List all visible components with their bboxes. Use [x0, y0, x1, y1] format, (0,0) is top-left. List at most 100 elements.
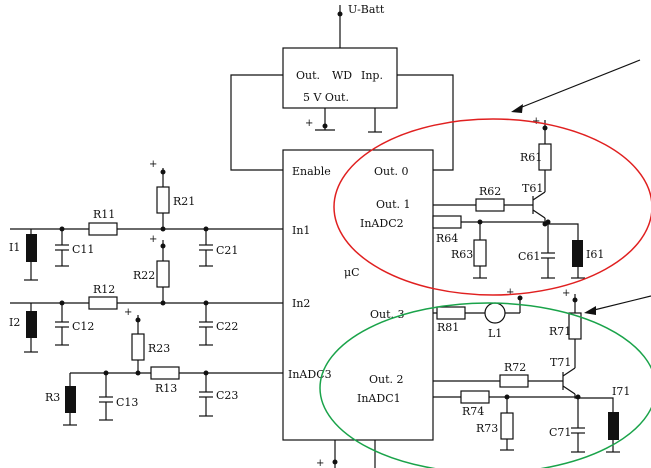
microcontroller-block [282, 149, 434, 441]
r81-label: R81 [437, 321, 459, 334]
supply-node [337, 11, 343, 17]
mcu-name-label: μC [344, 266, 360, 279]
resistor-r12 [88, 296, 118, 310]
red-highlight-ellipse [333, 118, 651, 296]
l1-label: L1 [488, 327, 502, 340]
r13-label: R13 [155, 382, 177, 395]
load-i61 [572, 240, 583, 267]
red-arrow-head-icon [511, 104, 523, 113]
red-arrow-line [516, 59, 641, 110]
wd-5v-label: 5 V Out. [303, 91, 349, 104]
load-i71 [608, 412, 619, 440]
r63-label: R63 [451, 248, 473, 261]
green-arrow-line [589, 295, 651, 312]
i61-label: I61 [586, 248, 604, 261]
mcu-out2-label: Out. 2 [369, 373, 404, 386]
resistor-r81 [436, 306, 466, 320]
resistor-r21 [156, 186, 170, 214]
resistor-r72 [499, 374, 529, 388]
resistor-r61 [538, 143, 552, 171]
wd-enable-wire [230, 74, 283, 171]
mcu-inadc3-label: InADC3 [288, 368, 332, 381]
c23-label: C23 [216, 389, 238, 402]
t61-emitter-wire [544, 218, 579, 238]
r71-plus: + [562, 288, 570, 299]
c13-label: C13 [116, 396, 138, 409]
resistor-r71 [568, 312, 582, 340]
r11-label: R11 [93, 208, 115, 221]
mcu-out1-label: Out. 1 [376, 198, 411, 211]
r23-label: R23 [148, 342, 170, 355]
r23-plus: + [124, 307, 132, 318]
r3-label: R3 [45, 391, 60, 404]
r22-supply-node [160, 243, 166, 249]
r21-supply-node [160, 169, 166, 175]
r72-label: R72 [504, 361, 526, 374]
mcu-out3-label: Out. 3 [370, 308, 405, 321]
watchdog-block [282, 47, 398, 109]
r21-label: R21 [173, 195, 195, 208]
wd-out-label: Out. [296, 69, 320, 82]
t71-label: T71 [550, 356, 571, 369]
resistor-r13 [150, 366, 180, 380]
transistor-t71-emitter [562, 385, 576, 395]
resistor-r11 [88, 222, 118, 236]
l1-plus: + [506, 287, 514, 298]
vout-node [322, 123, 328, 129]
r22-label: R22 [133, 269, 155, 282]
r74-label: R74 [462, 405, 484, 418]
r12-label: R12 [93, 283, 115, 296]
mcu-inadc1-label: InADC1 [357, 392, 401, 405]
wd-inp-label: Inp. [361, 69, 383, 82]
l1-supply-node [517, 295, 523, 301]
vout-plus: + [305, 118, 313, 129]
r22-plus: + [149, 234, 157, 245]
transistor-t71-collector [562, 367, 576, 377]
resistor-r62 [475, 198, 505, 212]
green-arrow-head-icon [584, 306, 596, 315]
resistor-r74 [460, 390, 490, 404]
mcu-supply-node [332, 459, 338, 465]
c22-label: C22 [216, 320, 238, 333]
mcu-supply-plus: + [316, 458, 324, 468]
i2-label: I2 [9, 316, 20, 329]
i71-label: I71 [612, 385, 630, 398]
transistor-t61-collector [532, 191, 546, 201]
resistor-r73 [500, 412, 514, 440]
lamp-l1-icon [484, 302, 506, 324]
resistor-r64 [432, 215, 462, 229]
mcu-out0-label: Out. 0 [374, 165, 409, 178]
c61-label: C61 [518, 250, 540, 263]
r62-label: R62 [479, 185, 501, 198]
c21-label: C21 [216, 244, 238, 257]
transistor-t61-emitter [532, 209, 546, 219]
r61-supply-node [542, 125, 548, 131]
c12-label: C12 [72, 320, 94, 333]
resistor-r22 [156, 260, 170, 288]
mcu-in1-label: In1 [292, 224, 310, 237]
r23-supply-node [135, 317, 141, 323]
green-highlight-ellipse [319, 302, 651, 468]
sensor-r3 [65, 386, 76, 413]
sensor-i2 [26, 311, 37, 338]
r71-supply-node [572, 297, 578, 303]
mcu-inadc2-label: InADC2 [360, 217, 404, 230]
t61-label: T61 [522, 182, 543, 195]
c71-label: C71 [549, 426, 571, 439]
r64-label: R64 [436, 232, 458, 245]
r61-label: R61 [520, 151, 542, 164]
t71-emitter-wire [574, 394, 614, 408]
supply-label: U-Batt [348, 3, 385, 16]
r61-plus: + [532, 116, 540, 127]
i1-label: I1 [9, 241, 20, 254]
sensor-i1 [26, 234, 37, 262]
mcu-enable-label: Enable [292, 165, 331, 178]
r21-plus: + [149, 159, 157, 170]
resistor-r63 [473, 239, 487, 267]
wd-label: WD [332, 69, 352, 82]
mcu-in2-label: In2 [292, 297, 310, 310]
r71-label: R71 [549, 325, 571, 338]
resistor-r23 [131, 333, 145, 361]
c11-label: C11 [72, 243, 94, 256]
